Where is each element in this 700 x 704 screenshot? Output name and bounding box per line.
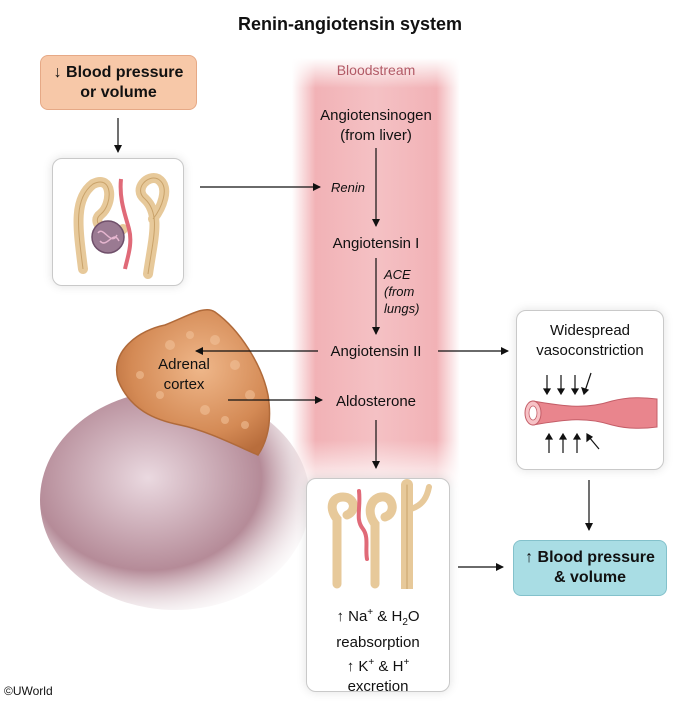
k-prefix: ↑ K (346, 658, 369, 675)
kidney-effects-text: ↑ Na+ & H2O reabsorption ↑ K+ & H+ excre… (307, 603, 449, 697)
excretion-line: excretion (347, 678, 409, 695)
ace-line3: lungs) (384, 301, 420, 316)
h-sup: + (403, 657, 410, 668)
bloodstream-fade-top (292, 58, 460, 88)
nephron-panel: ↑ Na+ & H2O reabsorption ↑ K+ & H+ excre… (306, 478, 450, 695)
vasoconstriction-panel: Widespread vasoconstriction (516, 310, 664, 470)
angiotensinogen-line2: (from liver) (340, 127, 412, 144)
angiotensin-i-label: Angiotensin I (332, 235, 420, 252)
na-sup: + (367, 607, 374, 618)
high-blood-pressure-box: ↑ Blood pressure & volume (513, 540, 667, 596)
k-sup: + (368, 657, 375, 668)
outcome-line2: & volume (553, 569, 626, 586)
angiotensinogen-label: Angiotensinogen (from liver) (300, 106, 452, 146)
low-blood-pressure-box: ↓ Blood pressure or volume (40, 55, 197, 110)
na-prefix: ↑ Na (336, 608, 368, 625)
ace-line1: ACE (384, 267, 411, 282)
constricted-vessel-icon (524, 372, 658, 453)
reabsorption-line: reabsorption (336, 634, 420, 651)
adrenal-gland-shape (115, 308, 271, 456)
diagram-title: Renin-angiotensin system (237, 14, 463, 34)
adrenal-cortex-label: Adrenal cortex (144, 355, 224, 395)
ace-label: ACE (from lungs) (384, 266, 419, 317)
aldosterone-label: Aldosterone (335, 393, 417, 410)
h2o-mid: & H (373, 608, 403, 625)
k-h-line: ↑ K+ & H+ (307, 653, 449, 677)
renin-label: Renin (331, 180, 365, 195)
angiotensin-ii-label: Angiotensin II (330, 343, 422, 360)
nephron-renin-icon (73, 173, 170, 279)
angiotensinogen-line1: Angiotensinogen (320, 107, 432, 124)
trigger-line1: ↓ Blood pressure (53, 63, 184, 81)
ace-line2: (from (384, 284, 415, 299)
adrenal-label-line2: cortex (163, 376, 205, 393)
trigger-line2: or volume (80, 83, 157, 101)
bloodstream-label: Bloodstream (336, 62, 416, 78)
copyright-notice: ©UWorld (4, 684, 53, 698)
h-mid: & H (374, 658, 404, 675)
h2o-sub: 2 (402, 617, 408, 628)
juxtaglomerular-panel (52, 158, 184, 286)
h2o-end: O (407, 608, 420, 625)
vasoconstriction-label: Widespread vasoconstriction (517, 321, 663, 361)
nephron-tubule-icon (327, 479, 432, 595)
vaso-line1: Widespread (549, 322, 631, 339)
adrenal-label-line1: Adrenal (158, 356, 210, 373)
outcome-line1: ↑ Blood pressure (525, 549, 655, 566)
vaso-line2: vasoconstriction (536, 342, 644, 359)
na-h2o-line: ↑ Na+ & H2O (307, 603, 449, 633)
